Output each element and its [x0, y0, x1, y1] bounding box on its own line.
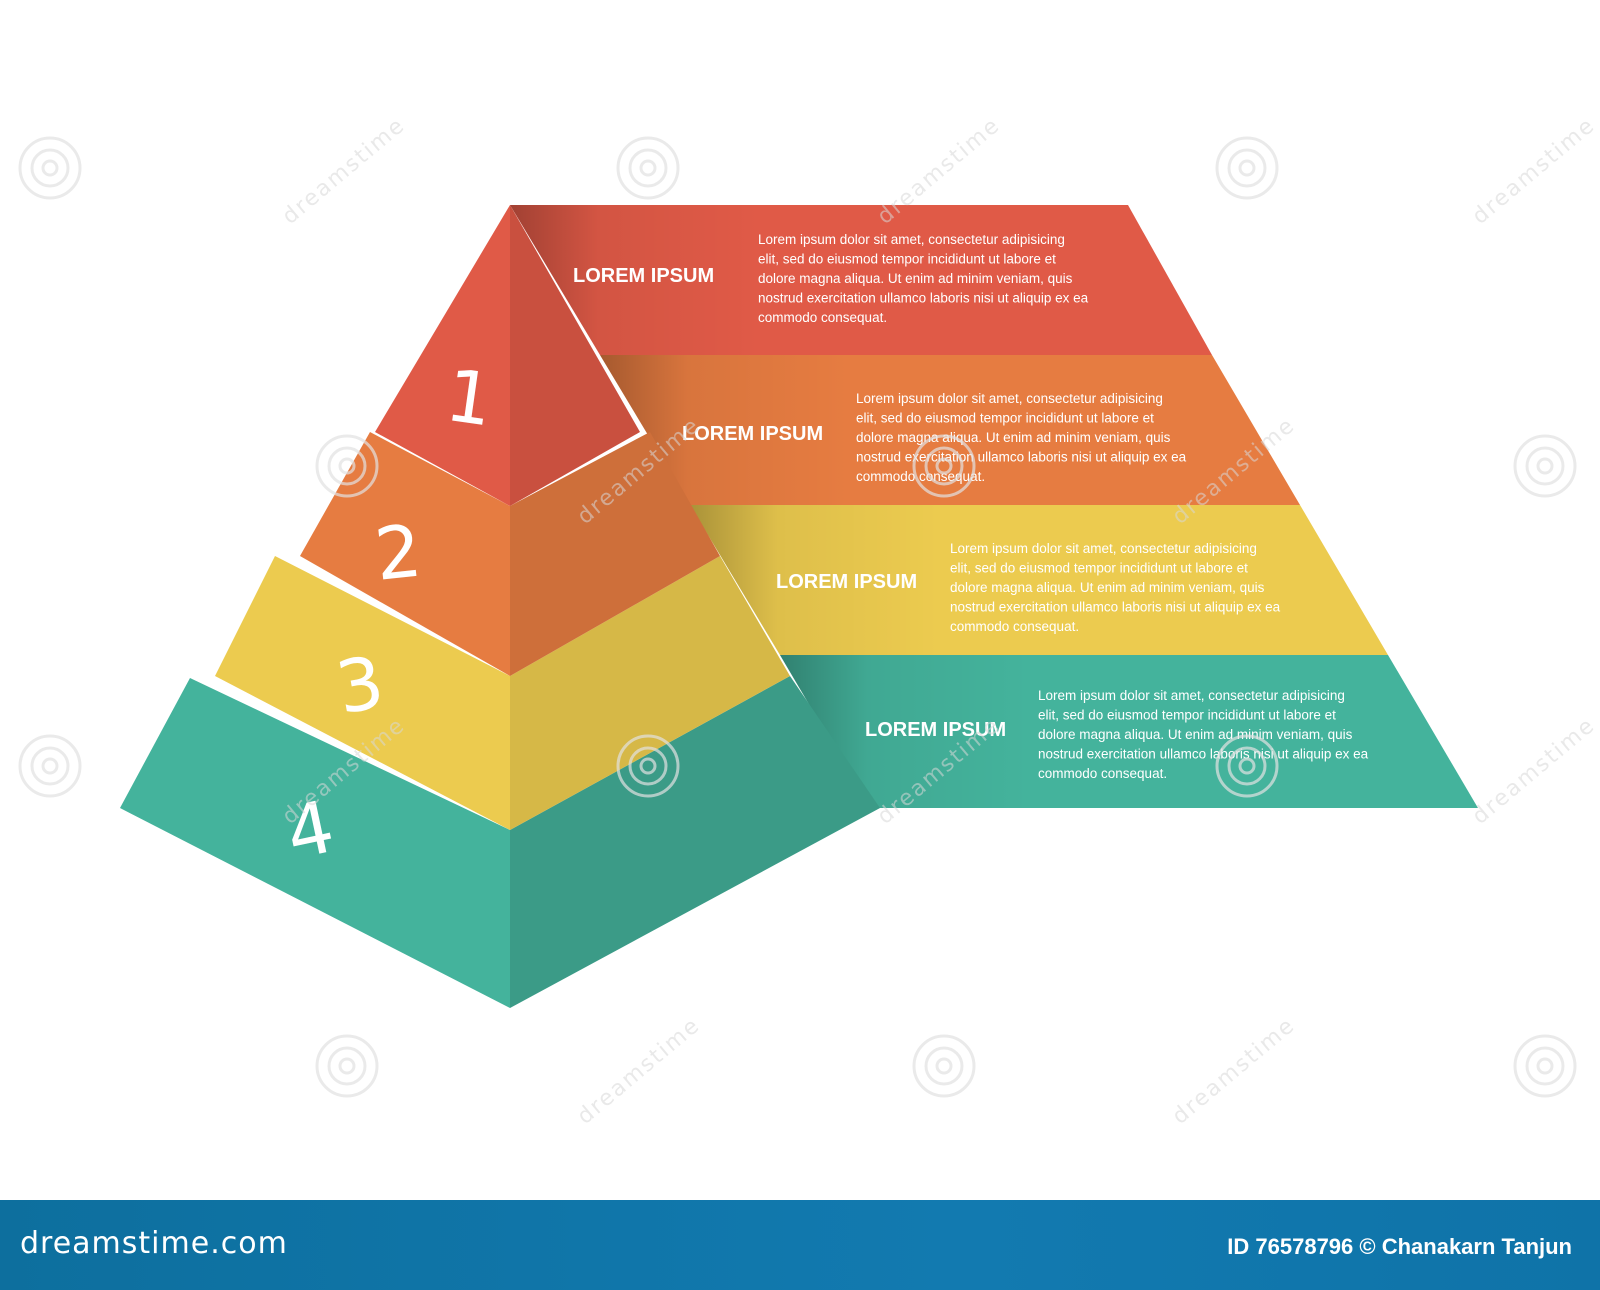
- level-2-right-face: [510, 432, 720, 676]
- watermark-text: dreamstime: [1468, 113, 1600, 230]
- level-3-right-shade: [510, 556, 790, 830]
- watermark-text: dreamstime: [573, 1013, 706, 1130]
- band-3-shadow: [690, 505, 940, 655]
- footer-credit: ID 76578796 © Chanakarn Tanjun: [1227, 1234, 1572, 1259]
- band-4-shadow: [780, 655, 1030, 808]
- band-1-desc: Lorem ipsum dolor sit amet, consectetur …: [758, 232, 1092, 325]
- band-4-desc: Lorem ipsum dolor sit amet, consectetur …: [1038, 688, 1372, 781]
- band-3-title: LOREM IPSUM: [776, 571, 917, 593]
- watermark-text: dreamstime: [278, 113, 411, 230]
- info-bands: [510, 205, 1478, 808]
- level-1-right-shade: [510, 205, 640, 506]
- band-2-title: LOREM IPSUM: [682, 423, 823, 445]
- watermark-text: dreamstime: [1468, 713, 1600, 830]
- level-4-left-face: [120, 678, 510, 1008]
- level-4-right-shade: [510, 676, 880, 1008]
- band-1-title: LOREM IPSUM: [573, 265, 714, 287]
- footer-brand-logo[interactable]: dreamstime.com: [20, 1226, 288, 1261]
- footer-bar: dreamstime.com ID 76578796 © Chanakarn T…: [0, 1200, 1600, 1290]
- level-1-right-face: [510, 205, 640, 506]
- band-2-shadow: [600, 355, 850, 505]
- level-2-left-face: [300, 432, 510, 676]
- band-4-title: LOREM IPSUM: [865, 719, 1006, 741]
- level-1-left-face: [375, 205, 510, 506]
- pyramid-level-4: [120, 676, 880, 1008]
- level-2-right-shade: [510, 432, 720, 676]
- level-3-left-face: [215, 556, 510, 830]
- level-4-right-face: [510, 676, 880, 1008]
- pyramid: 1 2 3 4: [120, 205, 880, 1008]
- pyramid-level-1: [375, 205, 640, 506]
- pyramid-level-2: [300, 432, 720, 676]
- level-3-right-face: [510, 556, 790, 830]
- band-1-shadow: [510, 205, 760, 355]
- pyramid-level-3: [215, 556, 790, 830]
- watermark-logo-icon: [18, 136, 1577, 1098]
- level-2-number: 2: [371, 509, 425, 597]
- watermark-text: dreamstime: [1168, 1013, 1301, 1130]
- band-texts: LOREM IPSUM Lorem ipsum dolor sit amet, …: [573, 232, 1372, 781]
- band-3-desc: Lorem ipsum dolor sit amet, consectetur …: [950, 541, 1284, 634]
- band-2-desc: Lorem ipsum dolor sit amet, consectetur …: [856, 391, 1190, 484]
